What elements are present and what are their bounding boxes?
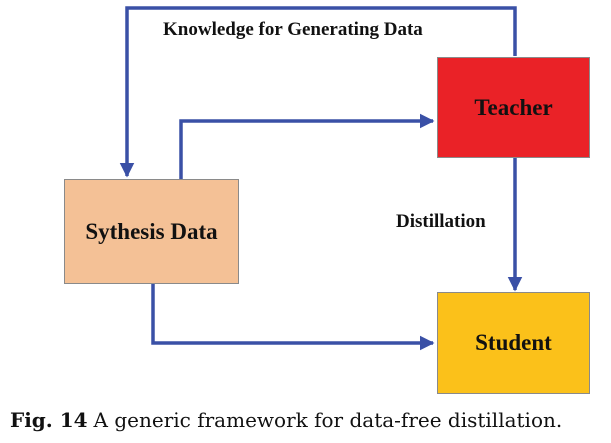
distillation-edge-label: Distillation [396, 211, 486, 232]
synthesis-data-label: Sythesis Data [85, 218, 218, 244]
teacher-node: Teacher [437, 57, 590, 158]
synthesis-data-node: Sythesis Data [64, 179, 239, 284]
student-node: Student [437, 292, 590, 394]
figure-caption-text: A generic framework for data-free distil… [93, 408, 563, 432]
arrow-layer [119, 6, 523, 351]
arrow-knowledge [119, 6, 517, 178]
figure-number: Fig. 14 [10, 408, 88, 432]
arrow-synthesis-to-student [151, 284, 435, 351]
teacher-label: Teacher [474, 94, 553, 120]
knowledge-edge-label: Knowledge for Generating Data [163, 19, 423, 40]
student-label: Student [475, 330, 552, 355]
arrow-synthesis-to-teacher [179, 113, 435, 180]
